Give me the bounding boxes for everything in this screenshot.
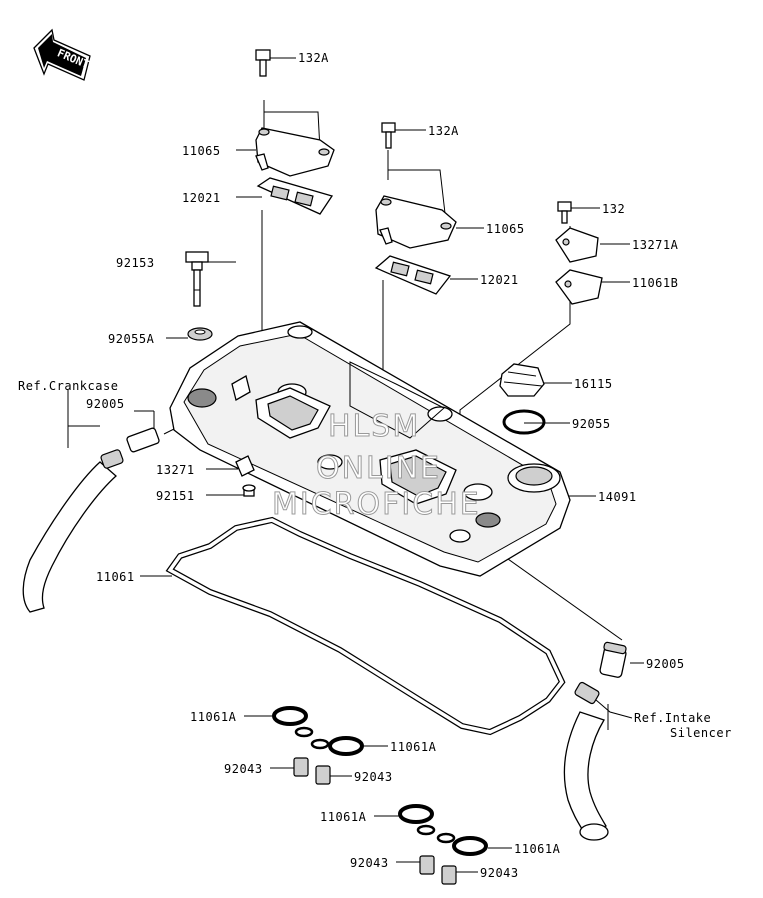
label-132a-mid: 132A — [428, 124, 459, 138]
bolt-132a-mid-icon — [381, 122, 396, 149]
label-14091: 14091 — [598, 490, 637, 504]
watermark-line-3: MICROFICHE — [272, 487, 481, 522]
label-ref-intake-1: Ref.Intake — [634, 711, 711, 725]
label-11061: 11061 — [96, 570, 135, 584]
crankcase-hose-icon — [22, 427, 160, 613]
breather-cover-right-icon — [375, 195, 457, 249]
plate-13271-icon — [235, 455, 255, 477]
bottom-seals-lower — [398, 804, 488, 885]
label-ref-crankcase: Ref.Crankcase — [18, 379, 118, 393]
label-92043-2: 92043 — [354, 770, 393, 784]
label-11061a-2: 11061A — [390, 740, 437, 754]
bolt-132-icon — [557, 201, 572, 224]
label-11065-left: 11065 — [182, 144, 221, 158]
label-11061a-4: 11061A — [514, 842, 561, 856]
label-132: 132 — [602, 202, 625, 216]
oil-cap-16115-icon — [499, 363, 545, 397]
label-92153: 92153 — [116, 256, 155, 270]
gasket-12021-right-icon — [374, 255, 452, 295]
intake-hose-icon — [563, 681, 609, 841]
label-13271: 13271 — [156, 463, 195, 477]
label-92043-4: 92043 — [480, 866, 519, 880]
breather-cover-left-icon — [255, 127, 335, 177]
label-12021-left: 12021 — [182, 191, 221, 205]
watermark: HLSM ONLINE MICROFICHE — [272, 409, 481, 523]
gasket-11061-icon — [165, 516, 566, 736]
label-92055a: 92055A — [108, 332, 155, 346]
intake-fitting-icon — [599, 641, 627, 678]
gasket-11061b-icon — [555, 269, 603, 305]
plate-13271a-icon — [555, 227, 599, 263]
watermark-line-1: HLSM — [328, 409, 420, 444]
label-92043-1: 92043 — [224, 762, 263, 776]
bolt-92153-icon — [185, 251, 209, 307]
label-92043-3: 92043 — [350, 856, 389, 870]
bolt-92151-icon — [242, 484, 256, 497]
gasket-12021-left-icon — [256, 177, 334, 215]
label-92055: 92055 — [572, 417, 611, 431]
front-arrow-icon: FRONT — [33, 28, 91, 81]
label-11061a-3: 11061A — [320, 810, 367, 824]
label-92151: 92151 — [156, 489, 195, 503]
label-92005-right: 92005 — [646, 657, 685, 671]
label-12021-right: 12021 — [480, 273, 519, 287]
label-11061a-1: 11061A — [190, 710, 237, 724]
head-cover-14091-icon — [169, 321, 571, 577]
washer-92055a-icon — [187, 327, 213, 341]
label-92005-left: 92005 — [86, 397, 125, 411]
label-ref-intake-2: Silencer — [670, 726, 732, 740]
label-16115: 16115 — [574, 377, 613, 391]
oring-92055-icon — [502, 409, 546, 435]
watermark-line-2: ONLINE — [316, 451, 441, 486]
label-13271a: 13271A — [632, 238, 679, 252]
bottom-seals-upper — [272, 706, 364, 785]
label-11065-right: 11065 — [486, 222, 525, 236]
label-11061b: 11061B — [632, 276, 678, 290]
label-132a-top: 132A — [298, 51, 329, 65]
part-labels: 132A 11065 12021 92153 92055A Ref.Crankc… — [18, 51, 732, 880]
bolt-132a-top-icon — [255, 49, 271, 77]
